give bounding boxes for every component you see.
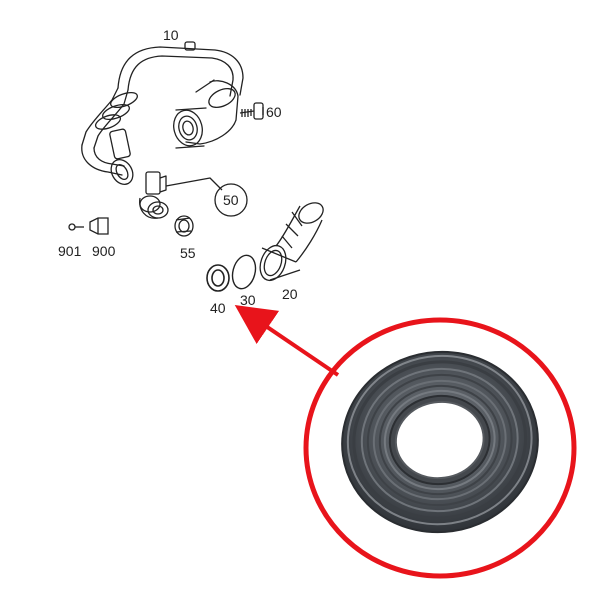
part-40-seal-ring <box>206 264 230 292</box>
part-60-bolt <box>239 102 264 120</box>
part-10-breather-hose <box>81 41 244 185</box>
label-part-901: 901 <box>58 243 82 259</box>
seal-ring-photo <box>341 350 539 534</box>
label-part-55: 55 <box>180 245 196 261</box>
label-part-40: 40 <box>210 300 226 316</box>
label-part-10: 10 <box>163 27 179 43</box>
label-part-50: 50 <box>223 192 239 208</box>
part-50-valve <box>139 171 248 219</box>
part-55-grommet <box>174 215 194 237</box>
part-30-o-ring <box>231 254 257 290</box>
part-900-connector <box>89 217 109 235</box>
label-part-20: 20 <box>282 286 298 302</box>
highlight-circle <box>303 317 577 579</box>
label-part-60: 60 <box>266 104 282 120</box>
part-901-pin <box>68 223 84 231</box>
highlight-arrow <box>234 305 340 377</box>
label-part-900: 900 <box>92 243 116 259</box>
label-part-30: 30 <box>240 292 256 308</box>
part-20-intake-pipe <box>259 202 324 282</box>
